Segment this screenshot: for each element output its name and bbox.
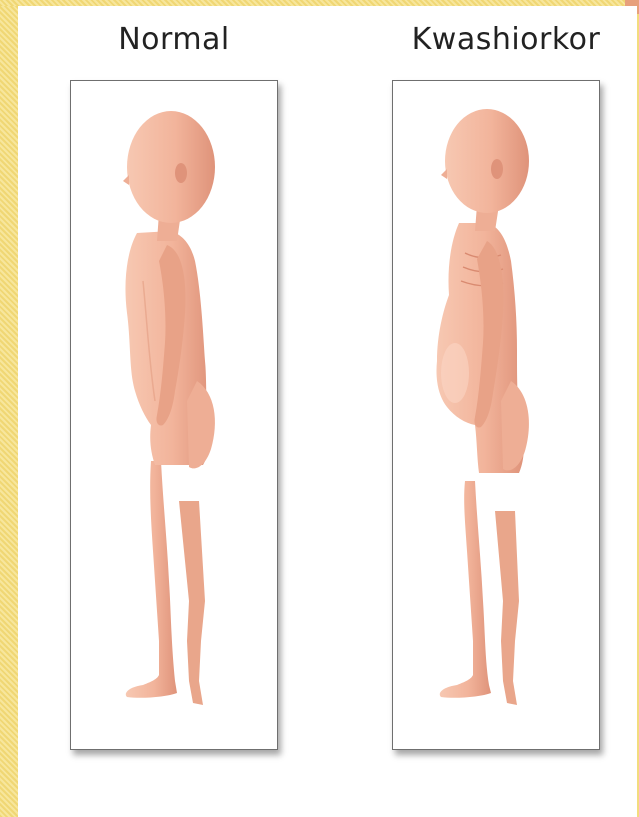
panel-normal [70,80,278,750]
slide-frame-left [0,0,18,817]
kwashiorkor-child-illustration [393,81,599,749]
panel-title-normal: Normal [70,22,278,58]
panel-title-kwashiorkor: Kwashiorkor [386,22,626,58]
normal-child-illustration [71,81,277,749]
panel-kwashiorkor [392,80,600,750]
